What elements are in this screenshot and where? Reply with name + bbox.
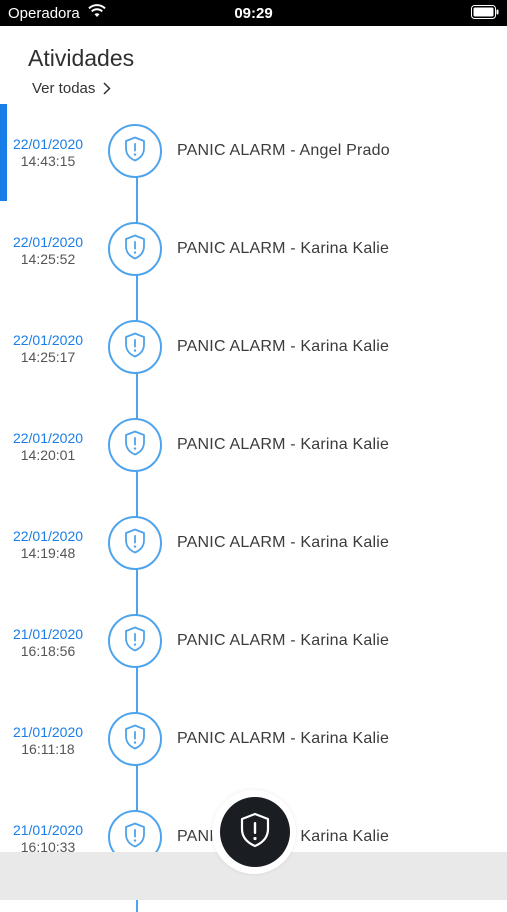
activity-time: 14:20:01 xyxy=(20,447,76,463)
activity-time: 16:11:18 xyxy=(21,741,75,757)
activity-icon-circle xyxy=(108,222,162,276)
activity-time: 14:43:15 xyxy=(20,153,76,169)
chevron-right-icon xyxy=(103,82,111,95)
see-all-link[interactable]: Ver todas xyxy=(32,80,111,97)
shield-alert-icon xyxy=(124,332,146,363)
panic-button[interactable] xyxy=(220,797,290,867)
activity-icon-circle xyxy=(108,124,162,178)
shield-alert-icon xyxy=(124,234,146,265)
clock: 09:29 xyxy=(234,5,273,22)
activity-icon-circle xyxy=(108,712,162,766)
activity-time: 16:10:33 xyxy=(20,839,76,855)
activity-date: 22/01/2020 xyxy=(12,528,84,544)
status-bar: Operadora 09:29 xyxy=(0,0,507,26)
activity-time: 14:25:52 xyxy=(20,251,76,267)
activity-text: PANIC ALARM - Karina Kalie xyxy=(177,534,390,551)
activity-time: 14:25:17 xyxy=(20,349,76,365)
activity-date: 21/01/2020 xyxy=(12,724,84,740)
shield-alert-icon xyxy=(124,528,146,559)
activity-date: 22/01/2020 xyxy=(12,234,84,250)
carrier-label: Operadora xyxy=(8,5,80,22)
activity-icon-circle xyxy=(108,516,162,570)
activity-date: 21/01/2020 xyxy=(12,626,84,642)
shield-alert-icon xyxy=(124,822,146,853)
activity-icon-circle xyxy=(108,320,162,374)
battery-icon xyxy=(471,5,499,19)
shield-alert-icon xyxy=(124,136,146,167)
activity-date: 22/01/2020 xyxy=(12,332,84,348)
activity-date: 22/01/2020 xyxy=(12,136,84,152)
activity-icon-circle xyxy=(108,614,162,668)
shield-alert-icon xyxy=(124,724,146,755)
activity-date: 22/01/2020 xyxy=(12,430,84,446)
page-title: Atividades xyxy=(28,45,135,71)
activity-text: PANIC ALARM - Angel Prado xyxy=(177,142,390,159)
activity-text: PANIC ALARM - Karina Kalie xyxy=(177,730,390,747)
shield-alert-icon xyxy=(124,430,146,461)
see-all-label: Ver todas xyxy=(32,80,96,97)
activity-time: 16:18:56 xyxy=(20,643,76,659)
active-indicator xyxy=(0,104,7,201)
shield-alert-icon xyxy=(239,812,271,853)
activity-text: PANIC ALARM - Karina Kalie xyxy=(177,436,390,453)
activity-text: PANIC ALARM - Karina Kalie xyxy=(177,338,390,355)
activity-icon-circle xyxy=(108,418,162,472)
activity-date: 21/01/2020 xyxy=(12,822,84,838)
wifi-icon xyxy=(88,4,106,23)
activity-text: PANIC ALARM - Karina Kalie xyxy=(177,632,390,649)
shield-alert-icon xyxy=(124,626,146,657)
activity-text: PANIC ALARM - Karina Kalie xyxy=(177,240,390,257)
activity-time: 14:19:48 xyxy=(20,545,76,561)
